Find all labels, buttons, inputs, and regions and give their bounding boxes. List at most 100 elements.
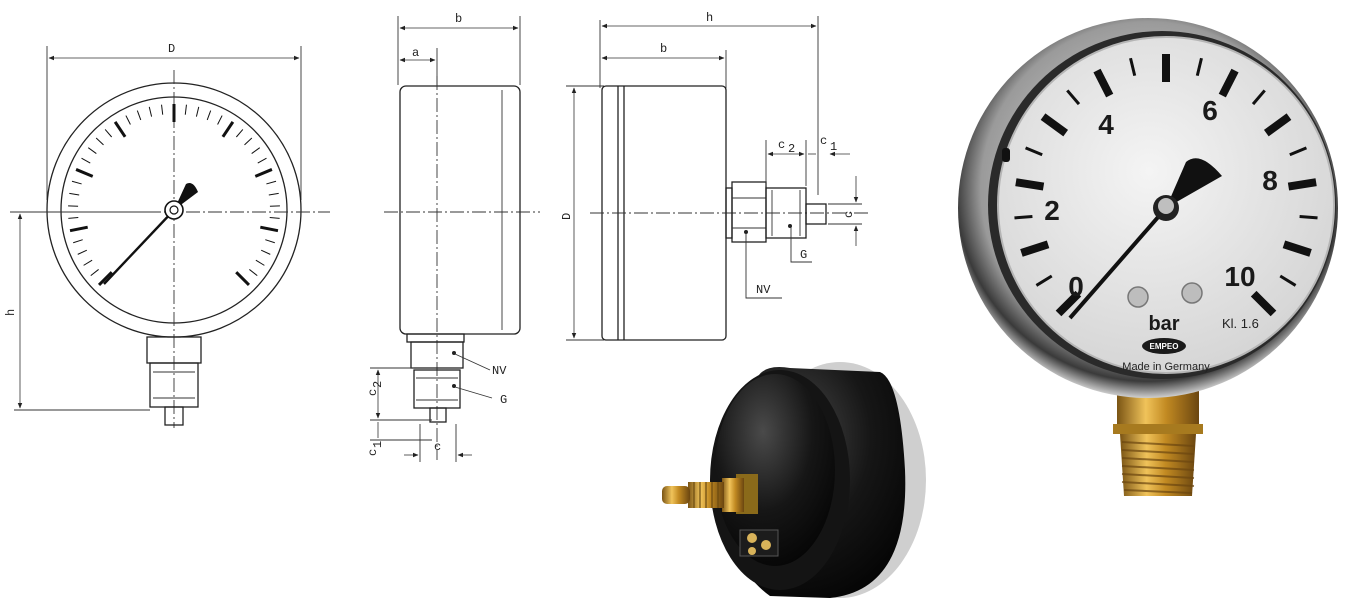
dial-tick: [184, 104, 187, 115]
photo-dial-tick: [1035, 274, 1053, 287]
brand-logo: [1142, 338, 1186, 354]
dial-tick: [104, 129, 113, 138]
photo-dial-tick: [1282, 240, 1312, 257]
label-D: D: [168, 42, 175, 56]
dial-tick: [161, 104, 164, 115]
dial-tick: [71, 180, 82, 185]
side-view-drawing: b a NV G c 2 c 1 c: [366, 12, 540, 462]
photo-dial-ticks: [1014, 54, 1318, 317]
photo-dial-tick: [1040, 113, 1069, 137]
dial-tick: [69, 225, 88, 233]
photo-dial-tick: [1066, 89, 1081, 106]
pointer-needle: [103, 209, 175, 285]
label-nv2: NV: [756, 283, 771, 297]
label-b2: b: [660, 42, 667, 56]
photo-dial-tick: [1024, 146, 1043, 157]
scale-8: 8: [1262, 165, 1278, 196]
photo-dial-tick: [1195, 57, 1203, 77]
dial-tick: [113, 121, 127, 138]
front-view-drawing: D h: [4, 42, 330, 428]
dial-tick: [68, 217, 79, 219]
svg-text:2: 2: [371, 381, 385, 388]
label-c-2: c: [842, 211, 856, 218]
unit-label: bar: [1148, 313, 1179, 335]
origin-label: Made in Germany: [1122, 361, 1210, 373]
dial-tick: [195, 106, 200, 117]
dial-tick: [268, 192, 279, 196]
dial-tick: [266, 180, 277, 185]
dial-tick: [269, 217, 280, 219]
back-mount-hex: [722, 478, 744, 512]
photo-pointer: [1068, 206, 1168, 320]
dial-tick: [257, 157, 267, 164]
chrome-gauge-photo: 0 2 4 6 8 10 bar Kl. 1.6 EMPEO Made in G…: [958, 18, 1338, 496]
label-c1-2: c: [820, 134, 827, 148]
brass-socket-thread: [1120, 434, 1196, 496]
svg-text:EMPEO: EMPEO: [1150, 342, 1179, 351]
label-h: h: [4, 309, 18, 316]
photo-dial-tick: [1129, 57, 1137, 77]
scale-6: 6: [1202, 95, 1218, 126]
dial-tick: [73, 239, 83, 244]
photo-dial-tick: [1251, 89, 1266, 106]
photo-dial-tick: [1250, 290, 1277, 317]
scale-2: 2: [1044, 195, 1060, 226]
label-h2: h: [706, 11, 713, 25]
dial-tick: [125, 115, 131, 125]
dial-tick: [136, 110, 142, 121]
dial-tick: [95, 137, 104, 146]
back-view-drawing: h b D NV G c 2 c: [560, 11, 870, 341]
photo-dial-tick: [1055, 290, 1082, 317]
label-c1: c: [366, 449, 380, 456]
label-D2: D: [560, 213, 574, 220]
label-g2: G: [800, 248, 807, 262]
dial-tick: [97, 271, 113, 287]
dial-tick: [244, 137, 253, 146]
dial-tick: [206, 110, 212, 121]
label-nv: NV: [492, 364, 507, 378]
dial-tick: [90, 269, 99, 277]
label-b: b: [455, 12, 462, 26]
scale-4: 4: [1098, 109, 1114, 140]
class-label: Kl. 1.6: [1222, 316, 1259, 331]
photo-dial-tick: [1093, 68, 1114, 98]
dial-tick: [217, 115, 223, 125]
svg-text:1: 1: [371, 441, 385, 448]
scale-0: 0: [1068, 271, 1084, 302]
photo-dial-tick: [1218, 68, 1239, 98]
dial-tick: [221, 121, 235, 138]
dial-tick: [249, 269, 258, 277]
dial-tick: [69, 192, 80, 196]
dial-tick: [77, 249, 88, 255]
svg-text:2: 2: [788, 142, 795, 156]
label-c: c: [434, 440, 441, 454]
photo-dial-tick: [1289, 146, 1308, 157]
dial-tick: [83, 259, 93, 266]
side-socket-hex: [410, 341, 464, 369]
photo-dial-tick: [1020, 240, 1050, 257]
photo-pointer-tail: [1166, 158, 1222, 208]
photo-dial-tick: [1279, 274, 1297, 287]
dial-tick: [254, 168, 273, 178]
label-c2-2: c: [778, 138, 785, 152]
label-g: G: [500, 393, 507, 407]
back-socket-hex: [731, 181, 767, 243]
dial-tick: [87, 147, 97, 154]
dial-tick: [81, 157, 91, 164]
svg-text:1: 1: [830, 140, 837, 154]
dial-tick: [251, 147, 261, 154]
label-a: a: [412, 46, 419, 60]
photo-dial-tick: [1287, 178, 1317, 191]
photo-dial-tick: [1299, 215, 1318, 220]
dial-ticks: [68, 104, 280, 287]
photo-dial-tick: [1263, 113, 1292, 137]
dial-tick: [75, 168, 94, 178]
scale-10: 10: [1224, 261, 1255, 292]
dial-tick: [260, 249, 271, 255]
dial-tick: [260, 225, 279, 233]
back-mount-gauge-photo: [662, 362, 926, 598]
photo-dial-tick: [1015, 178, 1045, 191]
dial-tick: [235, 271, 251, 287]
dial-tick: [148, 106, 153, 117]
